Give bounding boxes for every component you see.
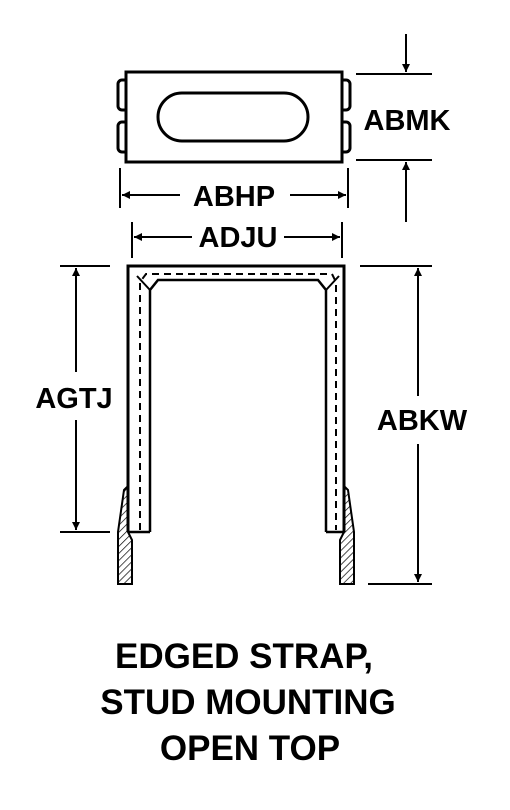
hidden-edge: [139, 273, 337, 530]
caption-line-3: OPEN TOP: [160, 729, 340, 768]
left-edge-trim: [117, 483, 133, 585]
strap-corner-lines: [136, 275, 340, 291]
label-abkw: ABKW: [377, 405, 468, 437]
strap-top-outline: [124, 70, 344, 164]
dim-agtj: [60, 265, 110, 533]
caption-line-2: STUD MOUNTING: [100, 683, 396, 722]
caption-line-1: EDGED STRAP,: [115, 637, 373, 676]
dim-adju: [131, 222, 343, 258]
mounting-slot: [156, 91, 310, 143]
dim-abmk: [356, 34, 432, 222]
top-view: [116, 70, 352, 164]
dim-abkw: [360, 265, 432, 585]
left-tab-lower: [116, 120, 126, 154]
front-view: [117, 264, 355, 585]
right-tab-upper: [342, 78, 352, 112]
dim-abhp: [119, 168, 349, 208]
label-adju: ADJU: [199, 222, 278, 254]
caption: EDGED STRAP, STUD MOUNTING OPEN TOP: [100, 637, 396, 768]
label-abmk: ABMK: [364, 105, 451, 137]
strap-outer: [126, 264, 346, 532]
right-edge-trim: [339, 483, 355, 585]
label-abhp: ABHP: [193, 181, 275, 213]
strap-inner: [148, 278, 328, 532]
right-tab-lower: [342, 120, 352, 154]
label-agtj: AGTJ: [35, 383, 112, 415]
left-tab-upper: [116, 78, 126, 112]
